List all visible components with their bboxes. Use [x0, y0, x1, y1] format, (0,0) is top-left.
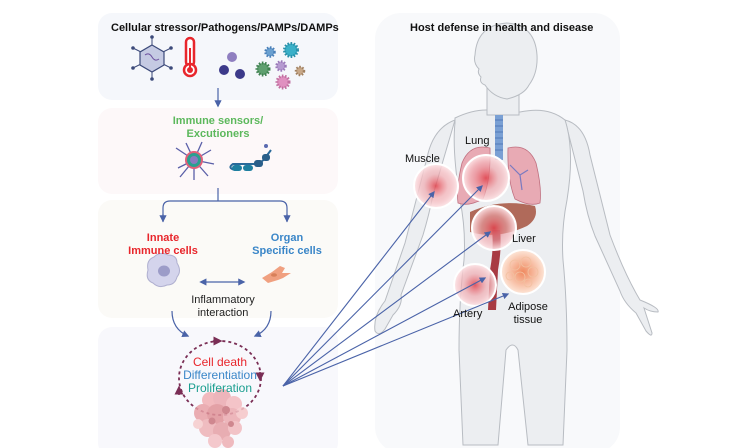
- sensors-panel: [98, 108, 338, 194]
- liver-zoom-circle: [471, 205, 517, 251]
- organ-arrows: [282, 185, 510, 387]
- outcome-cell-death: Cell death: [192, 355, 248, 369]
- sensors-label-line2: Excutioners: [186, 128, 250, 140]
- adipose-zoom-circle: [500, 249, 546, 295]
- organ-specific-label: Organ Specific cells: [242, 232, 332, 258]
- cell-fate-list: Cell death Differentiation Proliferation: [170, 356, 270, 395]
- interaction-line2: interaction: [197, 307, 249, 319]
- organ-label-artery: Artery: [453, 308, 483, 320]
- innate-immune-label: Innate Immune cells: [120, 232, 206, 258]
- molecules-icon: [219, 52, 245, 79]
- sensors-label: Immune sensors/ Excutioners: [168, 115, 268, 141]
- inflammatory-interaction-label: Inflammatory interaction: [178, 294, 268, 320]
- organ-label-line2: Specific cells: [252, 245, 322, 257]
- virus-capsid-icon: [131, 35, 173, 81]
- receptor-chain-icon: [229, 144, 272, 171]
- organ-label-liver: Liver: [512, 233, 536, 245]
- cells-panel: [98, 200, 338, 318]
- muscle-zoom-circle: [413, 163, 459, 209]
- trachea-icon: [495, 115, 503, 160]
- organ-label-muscle: Muscle: [405, 153, 440, 165]
- innate-label-line2: Immune cells: [128, 245, 198, 257]
- sensors-label-line1: Immune sensors/: [172, 115, 264, 127]
- thermometer-icon: [182, 36, 198, 78]
- innate-label-line1: Innate: [146, 232, 180, 244]
- outcome-differentiation: Differentiation: [183, 368, 257, 382]
- stressors-title: Cellular stressor/Pathogens/PAMPs/DAMPs: [111, 22, 339, 34]
- host-defense-title: Host defense in health and disease: [410, 22, 594, 34]
- artery-zoom-circle: [453, 263, 497, 307]
- macrophage-icon: [146, 252, 180, 288]
- adipose-line2: tissue: [513, 314, 543, 326]
- stressors-panel: [98, 13, 338, 100]
- adipocyte-pattern: [505, 256, 539, 288]
- organ-label-lung: Lung: [465, 135, 490, 147]
- adipose-line1: Adipose: [508, 301, 548, 313]
- fibroblast-icon: [262, 266, 291, 283]
- cell-cluster-icon: [193, 389, 248, 448]
- outcome-proliferation: Proliferation: [187, 381, 253, 395]
- organ-label-adipose: Adipose tissue: [506, 301, 550, 327]
- converging-arrows: [171, 310, 272, 337]
- inflammasome-icon: [175, 141, 215, 180]
- branch-arrows: [159, 188, 291, 223]
- organ-label-line1: Organ: [270, 232, 304, 244]
- lung-zoom-circle: [462, 154, 510, 202]
- virus-cluster-icon: [255, 42, 306, 90]
- interaction-line1: Inflammatory: [191, 294, 255, 306]
